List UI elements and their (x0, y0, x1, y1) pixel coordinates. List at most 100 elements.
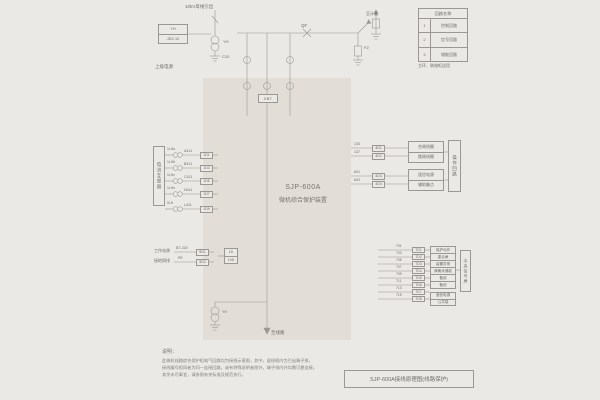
signal-label: 备用 (431, 274, 455, 281)
terminal: 7D3 (412, 261, 425, 267)
terminal: 4D2 (372, 152, 385, 160)
current-input-side-box: 电流互感器 (153, 146, 165, 206)
operation-circuit-side-box: 操作回路 (448, 140, 461, 192)
device-name: 微机综合保护装置 (278, 198, 327, 204)
arrester-symbol (353, 19, 372, 66)
row-name: 信号回路 (441, 36, 457, 42)
terminal: 4D1 (372, 144, 385, 152)
outgoing-line-label: 至线路 (271, 330, 285, 335)
signal-label: 重合闸 (431, 253, 455, 260)
terminal: 1D3 (200, 164, 213, 172)
row-no: 1 (419, 19, 431, 33)
wire-label: 711 (396, 278, 402, 283)
terminal: 7D4 (412, 268, 425, 274)
ground-ct-label: C10 (222, 54, 230, 59)
wire-label: C411 (184, 175, 193, 179)
wire-label: 603 (354, 178, 360, 182)
terminal: 7D7 (412, 289, 425, 295)
ct-tag: 1LHb (167, 160, 176, 164)
terminal: 7D1 (412, 247, 425, 253)
terminal: 4D4 (372, 180, 385, 188)
coil-label: 合闸线圈 (418, 143, 434, 149)
power-label: 工作电源 (154, 248, 170, 253)
wire-label: 137 (354, 150, 360, 154)
terminal: 5D1 (196, 248, 209, 256)
terminal: 1D5 (200, 177, 213, 185)
wire-label: 713 (396, 285, 402, 290)
signal-label: 弹簧未储能 (431, 267, 455, 274)
table-footnote: 主环、联络柜适用 (418, 63, 450, 68)
row-no: 2 (419, 33, 431, 47)
current-input-side-label: 电流互感器 (157, 162, 162, 190)
wire-label: N411 (184, 188, 193, 192)
central-signal-side-box: 中央信号屏 (460, 250, 471, 292)
central-signal-label: 中央信号屏 (463, 258, 469, 284)
signal-common-box: 遥信电源 公共端 (430, 292, 456, 306)
terminal: 7D2 (412, 254, 425, 260)
signal-label: 遥信电源 (435, 293, 451, 298)
wire-label: B411 (184, 162, 193, 166)
arrester-label: FZ (364, 45, 369, 50)
notes-line: 其余未尽事宜，请参照有关标准及规范执行。 (162, 372, 246, 377)
wire-label: 715 (396, 292, 402, 297)
terminal: 1D7 (200, 190, 213, 198)
kbt-label: KBT (264, 96, 272, 101)
aux-signal-box: 遥信电源 辅助触点 (408, 169, 444, 191)
signal-label: 装置异常 (431, 260, 455, 267)
terminal: 7D6 (412, 282, 425, 288)
device-model: SJP-600A (285, 184, 321, 191)
operation-circuit-label: 操作回路 (452, 155, 458, 177)
aux-terminal-box: 1D 10D (224, 248, 238, 264)
power-input-wires (174, 251, 224, 263)
wire-label: PE (178, 256, 183, 260)
ct-tag: 1LHc (167, 173, 175, 177)
pt-label: YH (223, 39, 229, 44)
coil-label: 跳闸线圈 (409, 151, 443, 163)
row-name: 储能回路 (441, 51, 457, 57)
notes-heading: 说明： (162, 349, 178, 355)
circuit-name-table: 回路名称 1 控制回路 2 信号回路 3 储能回路 (418, 8, 468, 62)
aux-term: 1D (228, 250, 234, 255)
ct-tag: 1LHa (167, 147, 176, 151)
aux-label: 遥信电源 (418, 171, 434, 177)
source-label: 上级电源 (155, 64, 173, 69)
ct-tag: 0LH (167, 201, 174, 205)
terminal: 7D5 (412, 275, 425, 281)
notes-line: 此微机线路综合保护柜电气回路均为接线示意图，其中，虚线框内为引出端子排。 (162, 358, 313, 363)
signal-label: 保护动作 (435, 247, 451, 252)
aux-term: 10D (225, 255, 237, 264)
line-pt-branch (210, 301, 267, 331)
current-input-wires (165, 152, 218, 212)
signal-function-box: 保护动作 重合闸 装置异常 弹簧未储能 备用 备用 (430, 246, 456, 289)
wire-label: 601 (354, 170, 360, 174)
wire-label: 701 (396, 243, 402, 248)
row-no: 3 (419, 47, 431, 62)
aux-label: 辅助触点 (409, 179, 443, 191)
line-pt-label: YH (222, 310, 227, 314)
terminal: 7D8 (412, 296, 425, 302)
feeder-arrow-head (263, 327, 271, 335)
wire-label: A411 (184, 149, 193, 153)
terminal: 1D1 (200, 151, 213, 159)
table-row: 3 储能回路 (419, 47, 467, 62)
terminal: 1D9 (200, 205, 213, 213)
pt-info-line2: JDZ-10 (159, 33, 187, 44)
device-shaded-region (203, 78, 351, 340)
incoming-pt-branch (188, 10, 220, 62)
notes-line: 接线编号相同者为同一连接回路，或有特殊说明者除外，端子排内外均需可靠连接。 (162, 365, 317, 370)
table-title: 回路名称 (419, 9, 467, 19)
signal-label: 备用 (431, 281, 455, 288)
ct-symbols (243, 33, 294, 335)
wire-label: BT-220 (176, 246, 188, 250)
signal-label: 公共端 (431, 298, 455, 306)
wire-label: 709 (396, 271, 402, 276)
table-row: 1 控制回路 (419, 19, 467, 34)
control-output-wires (351, 147, 448, 185)
arrow-head (366, 19, 372, 24)
title-block: SJP-600A接线原理图(线路保护) (344, 370, 474, 388)
terminal: 4D3 (372, 172, 385, 180)
wire-label: 705 (396, 257, 402, 262)
pt-info-box: YH JDZ-10 (158, 24, 188, 44)
